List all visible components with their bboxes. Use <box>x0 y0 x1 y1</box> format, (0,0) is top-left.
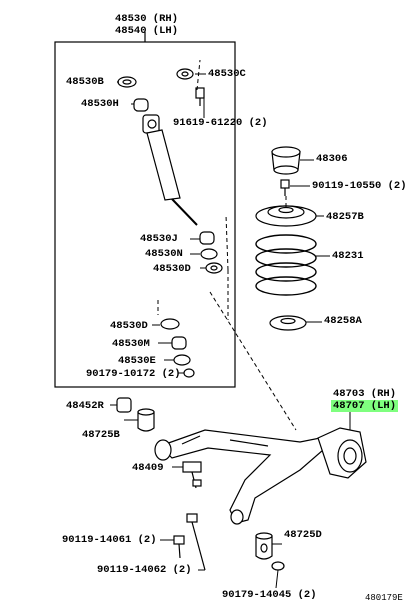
label-48530c: 48530C <box>208 68 246 80</box>
label-48530d-bottom: 48530D <box>110 320 148 332</box>
bolt-90119b <box>173 535 185 559</box>
label-48725d: 48725D <box>284 529 322 541</box>
shock-absorber <box>142 114 198 226</box>
label-48530: 48530 (RH) <box>115 13 179 25</box>
label-48409: 48409 <box>132 462 164 474</box>
label-48530e: 48530E <box>118 355 156 367</box>
nut-90179b <box>271 561 285 571</box>
washer-48530d-top <box>205 262 223 274</box>
insulator-48258a <box>269 315 307 331</box>
bushing-48530n <box>200 248 218 260</box>
spring-seat-48306 <box>271 146 301 175</box>
label-90179a: 90179-10172 (2) <box>86 368 181 380</box>
bump-stopper-48452r <box>116 397 132 413</box>
bolt-90119c <box>186 513 206 571</box>
bolt-48409 <box>182 461 202 489</box>
label-48257b: 48257B <box>326 211 364 223</box>
washer-48530d-bottom <box>160 318 180 330</box>
bolt-91619 <box>195 87 205 106</box>
label-48703: 48703 (RH) <box>333 388 397 400</box>
diagram-code: 480179E <box>365 593 403 603</box>
bushing-48530j <box>199 231 215 245</box>
bushing-48725b <box>137 408 155 432</box>
label-48725b: 48725B <box>82 429 120 441</box>
label-48530b: 48530B <box>66 76 104 88</box>
label-48530m: 48530M <box>112 338 150 350</box>
label-48306: 48306 <box>316 153 348 165</box>
label-48231: 48231 <box>332 250 364 262</box>
washer-48530e <box>173 354 191 366</box>
label-48540: 48540 (LH) <box>115 25 179 37</box>
label-48258a: 48258A <box>324 315 362 327</box>
control-arm-48703-48707 <box>154 427 367 525</box>
label-48452r: 48452R <box>66 400 104 412</box>
label-90179b: 90179-14045 (2) <box>222 589 317 601</box>
coil-spring-48231 <box>255 234 317 296</box>
shock-absorber-group-box <box>54 41 236 388</box>
label-48530h: 48530H <box>81 98 119 110</box>
label-90119b: 90119-14061 (2) <box>62 534 157 546</box>
label-91619: 91619-61220 (2) <box>173 117 268 129</box>
bushing-48530m <box>171 336 187 350</box>
bushing-48725d <box>255 532 273 560</box>
label-48530j: 48530J <box>140 233 178 245</box>
insulator-48257b <box>255 205 317 227</box>
label-90119c: 90119-14062 (2) <box>97 564 192 576</box>
washer-48530c <box>176 68 194 80</box>
label-48530d-top: 48530D <box>153 263 191 275</box>
label-90119a: 90119-10550 (2) <box>312 180 407 192</box>
nut-90179a <box>183 368 195 378</box>
bolt-90119a <box>280 179 290 196</box>
bushing-48530b <box>117 76 137 88</box>
label-48530n: 48530N <box>145 248 183 260</box>
label-48707: 48707 (LH) <box>331 400 399 412</box>
bushing-48530h <box>133 98 149 112</box>
